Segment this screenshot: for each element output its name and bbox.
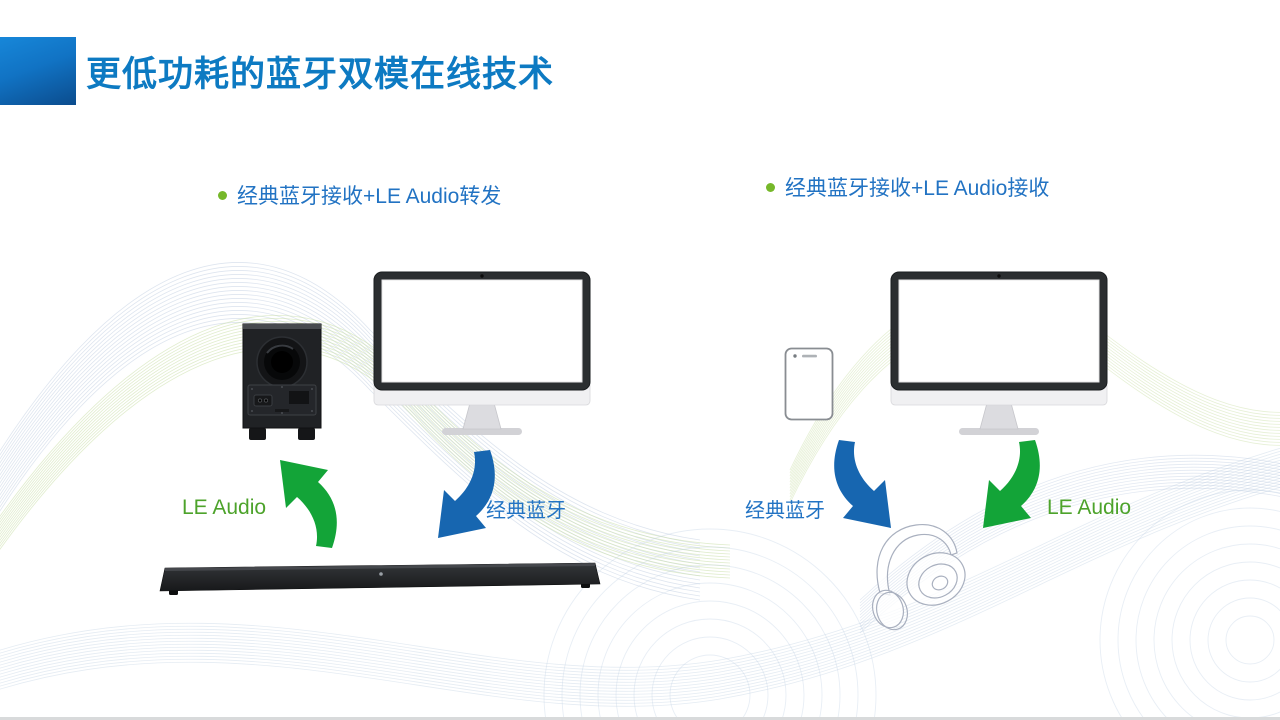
right-section-caption: 经典蓝牙接收+LE Audio接收 (766, 172, 1049, 202)
subwoofer-icon (241, 321, 323, 446)
title-accent-square (0, 37, 76, 105)
blue-curved-arrow (834, 440, 891, 528)
le-audio-arrow-right (969, 436, 1051, 537)
green-curved-arrow (280, 460, 337, 548)
classic-bt-arrow-right (823, 436, 905, 537)
bullet-icon (766, 182, 775, 192)
classic-bt-label-right: 经典蓝牙 (745, 500, 825, 522)
page-title: 更低功耗的蓝牙双模在线技术 (86, 55, 555, 94)
green-curved-arrow (983, 440, 1040, 528)
bullet-icon (218, 190, 227, 200)
monitor-icon (372, 270, 592, 443)
monitor-icon (889, 270, 1109, 443)
classic-bt-label-left: 经典蓝牙 (486, 500, 566, 522)
left-section-caption: 经典蓝牙接收+LE Audio转发 (218, 180, 501, 210)
slide-bottom-edge (0, 717, 1280, 720)
soundbar-icon (157, 558, 603, 605)
left-caption-text: 经典蓝牙接收+LE Audio转发 (237, 185, 502, 208)
le-audio-arrow-left (266, 454, 348, 559)
le-audio-label-right: LE Audio (1047, 496, 1132, 519)
circle-pattern-right (1099, 489, 1280, 720)
le-audio-label-left: LE Audio (182, 496, 267, 519)
right-caption-text: 经典蓝牙接收+LE Audio接收 (785, 177, 1050, 200)
phone-icon (784, 347, 834, 426)
